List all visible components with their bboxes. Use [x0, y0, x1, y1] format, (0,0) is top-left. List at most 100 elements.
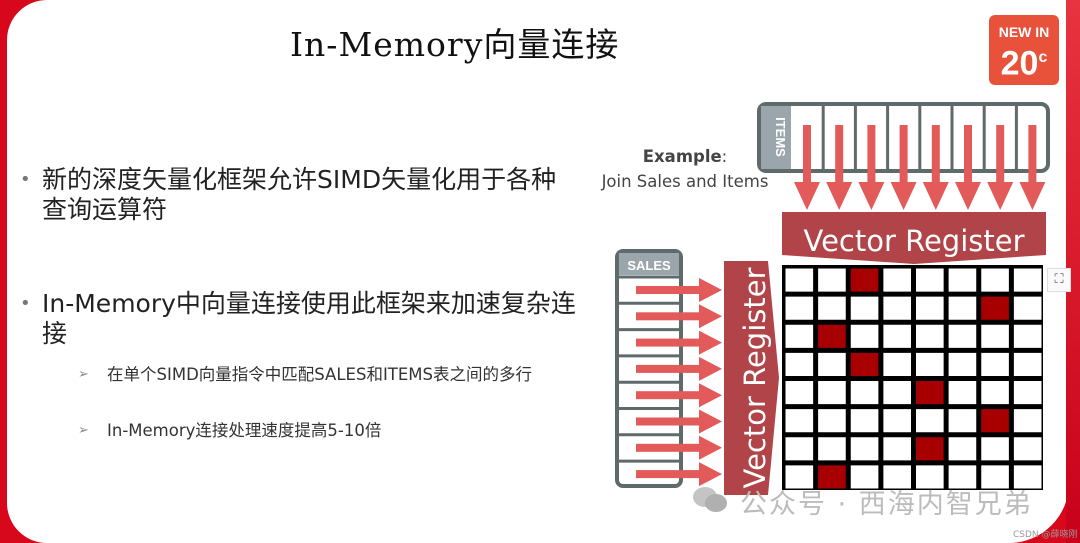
grid-cell: [948, 268, 977, 292]
grid-cell-match: [916, 381, 944, 405]
grid-cell: [785, 381, 814, 405]
bullet-dot-icon: •: [20, 293, 31, 314]
watermark: 公众号 · 西海内智兄弟: [740, 489, 1033, 520]
grid-cell: [818, 381, 846, 405]
grid-cell: [883, 409, 911, 433]
grid-cell: [883, 268, 911, 292]
vector-register-label: Vector Register: [803, 224, 1024, 258]
grid-cell: [883, 324, 911, 348]
grid-cell-match: [916, 437, 944, 461]
down-arrow-head: [987, 182, 1014, 210]
vector-register-label: Vector Register: [738, 267, 772, 488]
grid-cell: [1013, 465, 1042, 489]
arrow-bullet-icon: ➢: [78, 367, 89, 382]
grid-cell: [883, 296, 911, 320]
grid-cell: [916, 352, 944, 376]
grid-cell: [1013, 437, 1042, 461]
grid-cell: [981, 268, 1009, 292]
grid-cell: [785, 296, 814, 320]
right-arrow-shaft: [636, 364, 700, 373]
grid-cell: [883, 465, 911, 489]
grid-cell-match: [818, 324, 846, 348]
new-in-20c-badge: NEW IN 20c: [989, 15, 1059, 85]
down-arrow-shaft: [803, 125, 811, 183]
grid-cell: [850, 465, 879, 489]
right-arrow-head: [699, 330, 722, 355]
grid-cell: [916, 324, 944, 348]
badge-line1: NEW IN: [998, 24, 1050, 40]
down-arrow-shaft: [899, 125, 908, 183]
items-header: [761, 106, 791, 169]
grid-cell: [818, 437, 846, 461]
grid-cell: [818, 352, 846, 376]
grid-cell: [1013, 352, 1042, 376]
vector-register-horizontal: [782, 212, 1046, 264]
grid-cell: [883, 352, 911, 376]
grid-cell: [1013, 268, 1042, 292]
right-arrow-head: [699, 383, 722, 408]
grid-cell: [850, 324, 879, 348]
right-arrow-shaft: [636, 443, 700, 452]
right-arrow-head: [699, 409, 722, 434]
sub-bullet-2: ➢ In-Memory连接处理速度提高5-10倍: [78, 420, 578, 441]
bullet-dot-icon: •: [20, 169, 31, 190]
down-arrow-shaft: [964, 125, 972, 183]
grid-cell: [948, 409, 977, 433]
badge-version: 20c: [989, 39, 1059, 82]
arrow-bullet-icon: ➢: [78, 423, 89, 438]
grid-cell: [916, 409, 944, 433]
down-arrow-shaft: [931, 125, 940, 183]
grid-cell: [948, 381, 977, 405]
grid-cell: [981, 437, 1009, 461]
badge-version-number: 20: [1000, 44, 1039, 83]
grid-cell: [850, 409, 879, 433]
grid-cell: [883, 381, 911, 405]
grid-cell: [818, 296, 846, 320]
grid-cell: [916, 465, 944, 489]
down-arrow-shaft: [835, 125, 844, 183]
grid-cell: [948, 352, 977, 376]
down-arrow-shaft: [867, 125, 876, 183]
example-label: Example:: [590, 147, 780, 166]
example-heading: Example: [642, 147, 722, 166]
grid-cell: [850, 437, 879, 461]
right-arrow-head: [699, 356, 722, 381]
vector-register-vertical: [724, 261, 779, 495]
grid-cell: [948, 296, 977, 320]
grid-cell: [981, 352, 1009, 376]
grid-cell: [785, 437, 814, 461]
right-arrow-shaft: [636, 391, 700, 400]
grid-cell: [818, 268, 846, 292]
bullet-text: In-Memory中向量连接使用此框架来加速复杂连接: [42, 289, 576, 348]
slide-title: In-Memory向量连接: [290, 25, 620, 64]
down-arrow-shaft: [1028, 125, 1037, 183]
grid-cell-match: [981, 409, 1009, 433]
grid-cell-match: [818, 465, 846, 489]
grid-cell: [785, 409, 814, 433]
scan-icon[interactable]: ⛶: [1047, 268, 1071, 292]
grid-cell: [1013, 324, 1042, 348]
grid-cell: [1013, 296, 1042, 320]
badge-suffix: c: [1038, 49, 1048, 66]
bullet-text: 新的深度矢量化框架允许SIMD矢量化用于各种查询运算符: [42, 165, 557, 224]
grid-cell: [916, 296, 944, 320]
grid-cell: [948, 437, 977, 461]
down-arrow-head: [1019, 182, 1046, 210]
sales-label: SALES: [627, 258, 671, 273]
grid-cell-match: [850, 352, 879, 376]
wechat-icon: [693, 487, 727, 512]
bullet-1: • 新的深度矢量化框架允许SIMD矢量化用于各种查询运算符: [20, 165, 580, 225]
items-label: ITEMS: [773, 117, 788, 157]
right-arrow-head: [699, 462, 722, 487]
bullet-2: • In-Memory中向量连接使用此框架来加速复杂连接: [20, 289, 580, 349]
grid-cell: [785, 352, 814, 376]
grid-cell: [948, 465, 977, 489]
grid-cell-match: [850, 268, 879, 292]
down-arrow-head: [826, 182, 853, 210]
grid-cell: [1013, 381, 1042, 405]
grid-cell: [785, 465, 814, 489]
down-arrow-head: [922, 182, 949, 210]
grid-cell: [850, 381, 879, 405]
grid-cell-match: [981, 296, 1009, 320]
